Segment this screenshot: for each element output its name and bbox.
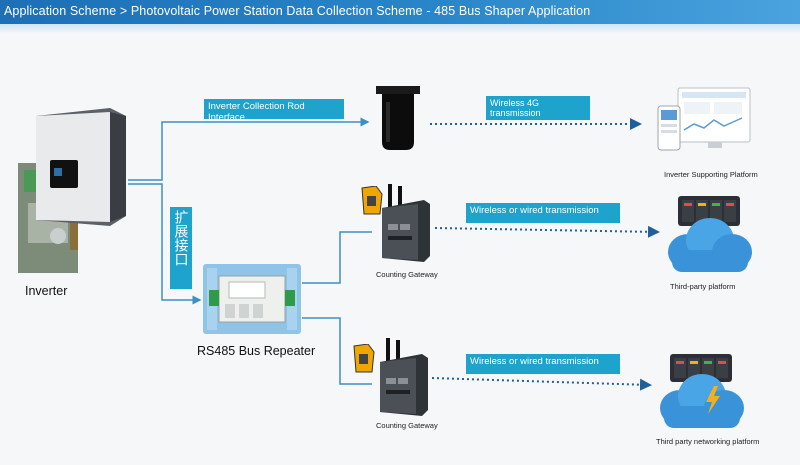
counting-gateway-device-1: [378, 184, 434, 264]
sim-card-icon-2: [352, 343, 376, 374]
counting-gateway-device-2: [376, 338, 432, 418]
expansion-port-tag: 扩展接口: [170, 207, 192, 289]
expansion-port-text: 扩展接口: [173, 210, 190, 266]
dotted-gw2: [431, 377, 652, 391]
third-party-label: Third-party platform: [670, 282, 736, 291]
platform-screens: [652, 86, 752, 156]
inverter-device: [18, 108, 133, 273]
wireless-4g-tag: Wireless 4G transmission: [486, 96, 590, 120]
inverter-collection-tag: Inverter Collection Rod Interface: [204, 99, 344, 123]
third-party-networking-label: Third party networking platform: [656, 437, 760, 446]
inverter-platform-label: Inverter Supporting Platform: [664, 170, 758, 179]
sim-card-icon: [360, 185, 384, 216]
collection-rod-device: [374, 86, 422, 152]
line-repeater-gateway2: [302, 317, 372, 385]
repeater-label: RS485 Bus Repeater: [197, 344, 316, 358]
gateway-1-label: Counting Gateway: [376, 270, 438, 279]
dotted-gw1: [434, 225, 660, 238]
line-inverter-rod: [128, 117, 370, 181]
rs485-repeater-device: [203, 264, 301, 334]
gateway-2-label: Counting Gateway: [376, 421, 438, 430]
transmission-tag-2: Wireless or wired transmission: [466, 354, 620, 374]
line-repeater-gateway1: [302, 231, 372, 284]
cloud-server-icon-2: [656, 354, 746, 434]
cloud-server-icon-1: [664, 196, 754, 278]
transmission-tag-1: Wireless or wired transmission: [466, 203, 620, 223]
header-bar: Application Scheme > Photovoltaic Power …: [0, 0, 800, 34]
line-inverter-repeater: [128, 183, 202, 305]
inverter-label: Inverter: [25, 284, 68, 298]
breadcrumb-title: Application Scheme > Photovoltaic Power …: [4, 4, 591, 18]
